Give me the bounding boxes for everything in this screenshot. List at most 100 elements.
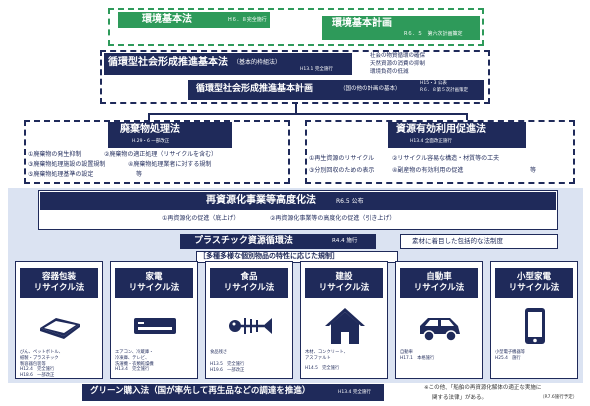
smartphone-icon [525, 308, 545, 344]
law-card-kaden-foot: エアコン、冷蔵庫・ 冷凍庫、テレビ、 洗濯機・衣類乾燥機 H13.4 完全施行 [115, 350, 195, 373]
law-card-shokuhin-foot: 食品残さ H13.5 完全施行 H19.6 一部改正 [210, 350, 290, 373]
connector-left [148, 113, 150, 120]
law-card-yoki-date-2: H18.6 一部改正 [20, 373, 55, 379]
law-card-kaden: 家電 リサイクル法 エアコン、冷蔵庫・ 冷凍庫、テレビ、 洗濯機・衣類乾燥機 H… [110, 261, 198, 379]
footnote-line-2: 関する法律」がある。 [432, 395, 488, 401]
junkan-law-sub: （基本的枠組法） [233, 59, 282, 66]
junkan-frame [100, 50, 490, 104]
haiki-title-box [108, 122, 232, 148]
fish-bone-icon [229, 318, 272, 334]
plastic-date: R4.4 施行 [332, 238, 358, 244]
green-title: グリーン購入法（国が率先して再生品などの調達を推進） [90, 386, 311, 396]
law-card-kensetsu-head: 建設 リサイクル法 [305, 268, 383, 298]
law-card-kogata-name-2: リサイクル法 [508, 283, 560, 293]
kankyo-plan-title: 環境基本計画 [332, 18, 392, 29]
law-card-shokuhin-name-2: リサイクル法 [223, 283, 275, 293]
green-box [82, 384, 384, 401]
house-icon [325, 308, 365, 344]
haiki-item-5: ⑤廃棄物処理基準の設定 [28, 171, 94, 178]
air-conditioner-icon [134, 318, 176, 334]
shigen-item-2: ②リサイクル容易な構造・材質等の工夫 [392, 155, 500, 162]
law-card-kogata-date-1: H25.4 施行 [495, 355, 521, 361]
law-card-shokuhin-date-1: H13.5 完全施行 [210, 361, 245, 367]
kankyo-frame [108, 8, 484, 46]
footnote-line-1: ※この他、「船舶の再資源化解体の適正な実施に [424, 385, 542, 391]
junkan-plan-sub: （国の他の計画の基本） [340, 86, 401, 92]
law-card-jidosha-name-1: 自動車 [426, 272, 452, 283]
law-card-yoki-item-1: びん、ペットボトル、 [20, 350, 63, 355]
shigen-item-1: ①再生資源のリサイクル [309, 155, 375, 162]
law-card-shokuhin-name-1: 食品 [240, 272, 258, 283]
law-card-jidosha-head: 自動車 リサイクル法 [400, 268, 478, 298]
law-card-kensetsu-name-1: 建設 [335, 272, 353, 283]
junkan-law-date: H13.1 完全施行 [300, 67, 333, 72]
individual-header: ［多種多様な個別物品の特性に応じた規制］ [199, 252, 339, 260]
shigen-item-etc: 等 [530, 167, 537, 174]
law-card-jidosha-date-1: H17.1 本格施行 [400, 355, 435, 361]
junkan-goal-3: 環境負荷の低減 [370, 69, 409, 75]
green-date: H13.4 完全施行 [338, 390, 371, 395]
law-card-kensetsu: 建設 リサイクル法 木材、コンクリート、 アスファルト H14.5 完全施行 [300, 261, 388, 379]
law-card-shokuhin-head: 食品 リサイクル法 [210, 268, 288, 298]
haiki-item-2: ②廃棄物の適正処理（リサイクルを含む） [104, 151, 218, 158]
law-card-yoki-name-1: 容器包装 [41, 272, 76, 283]
sai-item-2: ②再資源化事業等の高度化の促進（引き上げ） [270, 215, 396, 222]
individual-header-box [196, 251, 398, 263]
shigen-title: 資源有効利用促進法 [396, 124, 486, 135]
law-card-kensetsu-foot: 木材、コンクリート、 アスファルト H14.5 完全施行 [305, 350, 385, 371]
law-card-kaden-head: 家電 リサイクル法 [115, 268, 193, 298]
law-card-shokuhin-item-1: 食品残さ [210, 350, 228, 355]
junkan-plan-date-2: R６．８第５次計画策定 [420, 88, 469, 93]
sai-title: 再資源化事業等高度化法 [206, 195, 316, 206]
law-card-kensetsu-item-2: アスファルト [305, 355, 331, 361]
plastic-title-box [180, 234, 376, 249]
law-card-yoki-item-3: 製容器包装等 [20, 361, 46, 367]
law-card-yoki-head: 容器包装 リサイクル法 [20, 268, 98, 298]
law-card-jidosha: 自動車 リサイクル法 自動車 H17.1 本格施行 [395, 261, 483, 379]
haiki-title: 廃棄物処理法 [120, 124, 180, 135]
law-card-yoki-name-2: リサイクル法 [33, 283, 85, 293]
junkan-goal-1: 社会の物質循環の確保 [370, 53, 426, 59]
law-card-kaden-item-3: 洗濯機・衣類乾燥機 [115, 361, 154, 367]
junkan-law-box [104, 53, 352, 75]
plastic-title: プラスチック資源循環法 [194, 236, 293, 246]
law-card-yoki-item-2: 紙製・プラスチック [20, 355, 59, 361]
kankyo-law-title: 環境基本法 [142, 14, 192, 25]
law-card-kensetsu-name-2: リサイクル法 [318, 283, 370, 293]
shigen-date: H13.4 全面改正施行 [410, 139, 452, 144]
junkan-goal-2: 天然資源の消費の抑制 [370, 61, 426, 67]
connector-top [295, 104, 297, 114]
kankyo-law-box [118, 12, 270, 28]
kankyo-plan-date: R６．５ 第六次計画策定 [404, 31, 463, 37]
plastic-note: 素材に着目した包括的な法制度 [412, 237, 503, 245]
law-card-jidosha-name-2: リサイクル法 [413, 283, 465, 293]
haiki-item-4: ④廃棄物処理業者に対する規制 [128, 161, 212, 168]
connector-split [148, 113, 468, 115]
junkan-plan-box [188, 80, 484, 100]
law-card-jidosha-foot: 自動車 H17.1 本格施行 [400, 350, 480, 362]
law-card-yoki-foot: びん、ペットボトル、 紙製・プラスチック 製容器包装等 H12.4 完全施行 H… [20, 350, 100, 379]
tray-icon [40, 318, 80, 339]
shigen-item-3: ③分別回収のための表示 [309, 167, 375, 174]
junkan-plan-title: 循環型社会形成推進基本計画 [196, 84, 314, 94]
plastic-note-box [400, 234, 558, 249]
law-card-kaden-name-2: リサイクル法 [128, 283, 180, 293]
haiki-item-etc: 等 [136, 171, 143, 178]
sai-item-1: ①再資源化の促進（底上げ） [162, 215, 240, 222]
haiki-date: H.29・6 一部改正 [132, 139, 170, 144]
law-card-kogata-item-1: 小型電子機器等 [495, 350, 526, 355]
law-card-kaden-date-1: H13.4 完全施行 [115, 367, 150, 373]
shigen-frame [305, 120, 575, 184]
sai-title-box [40, 192, 556, 210]
law-card-kensetsu-date-1: H14.5 完全施行 [305, 365, 340, 371]
law-card-kogata-foot: 小型電子機器等 H25.4 施行 [495, 350, 575, 362]
law-card-kensetsu-item-1: 木材、コンクリート、 [305, 350, 348, 355]
law-card-kogata-name-1: 小型家電 [516, 272, 551, 283]
haiki-frame [24, 120, 290, 184]
law-card-kaden-item-2: 冷凍庫、テレビ、 [115, 355, 150, 361]
law-card-kogata: 小型家電 リサイクル法 小型電子機器等 H25.4 施行 [490, 261, 578, 379]
sai-date: R6.5 公布 [336, 198, 364, 205]
junkan-plan-date-1: H15・3 公表 [420, 81, 447, 86]
kankyo-law-date: H６．８完全施行 [228, 17, 267, 23]
connector-right [466, 113, 468, 120]
